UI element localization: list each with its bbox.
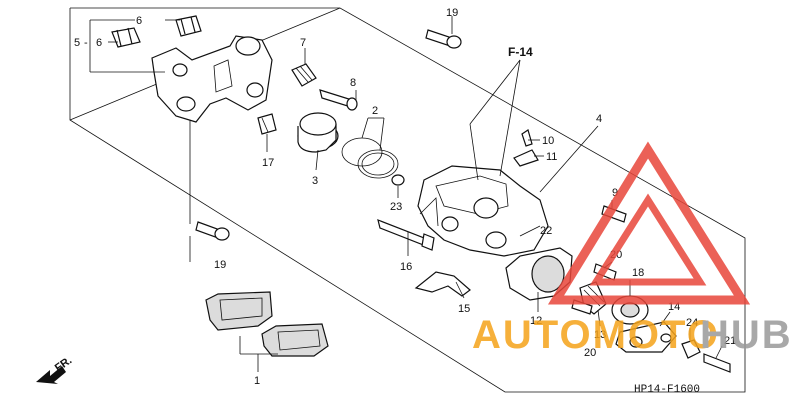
spring-plate [414,271,471,297]
callout-1: 1 [254,375,260,387]
bolt-16 [377,219,435,251]
bleeder-and-cap [513,129,539,167]
watermark-logo: AUTOMOTO HUB [472,141,793,357]
callout-23: 23 [390,201,402,213]
piston-seals [341,137,399,179]
callout-19a: 19 [446,7,458,19]
callout-3: 3 [312,175,318,187]
caliper-body [417,165,549,257]
parking-brake-assembly [505,205,731,373]
callout-19b: 19 [214,259,226,271]
bolts-19 [195,29,462,241]
pad-retainer-clips [111,15,202,48]
figure-reference: F-14 [508,45,533,59]
diagram-code: HP14-F1600 [634,384,700,396]
callout-5: 5 [74,37,80,49]
callout-21: 21 [724,335,736,347]
callout-8: 8 [350,77,356,89]
callout-12: 12 [530,315,542,327]
brake-pads [205,291,329,357]
callout-24: 24 [686,317,698,329]
callout-15: 15 [458,303,470,315]
callout-16: 16 [400,261,412,273]
callout-numbers: 6 6 5 - 7 8 2 3 17 23 19 19 16 15 4 10 1… [74,7,736,387]
callout-5-dash: - [84,37,88,49]
callout-4: 4 [596,113,602,125]
watermark-text-automoto: AUTOMOTO [472,313,720,357]
callout-13: 13 [594,329,606,341]
callout-22: 22 [540,225,552,237]
callout-18: 18 [632,267,644,279]
caliper-bracket [151,35,273,123]
callout-2: 2 [372,105,378,117]
callout-20b: 20 [584,347,596,359]
pin-boots-and-pin [257,63,405,186]
callout-11: 11 [546,151,557,163]
callout-9: 9 [612,187,618,199]
callout-7: 7 [300,37,306,49]
front-direction-arrow [36,366,66,384]
callout-17: 17 [262,157,274,169]
leader-lines [89,16,723,372]
watermark-text-hub: HUB [700,313,793,357]
callout-6a: 6 [136,15,142,27]
callout-10: 10 [542,135,554,147]
piston [297,112,339,153]
callout-6b: 6 [96,37,102,49]
